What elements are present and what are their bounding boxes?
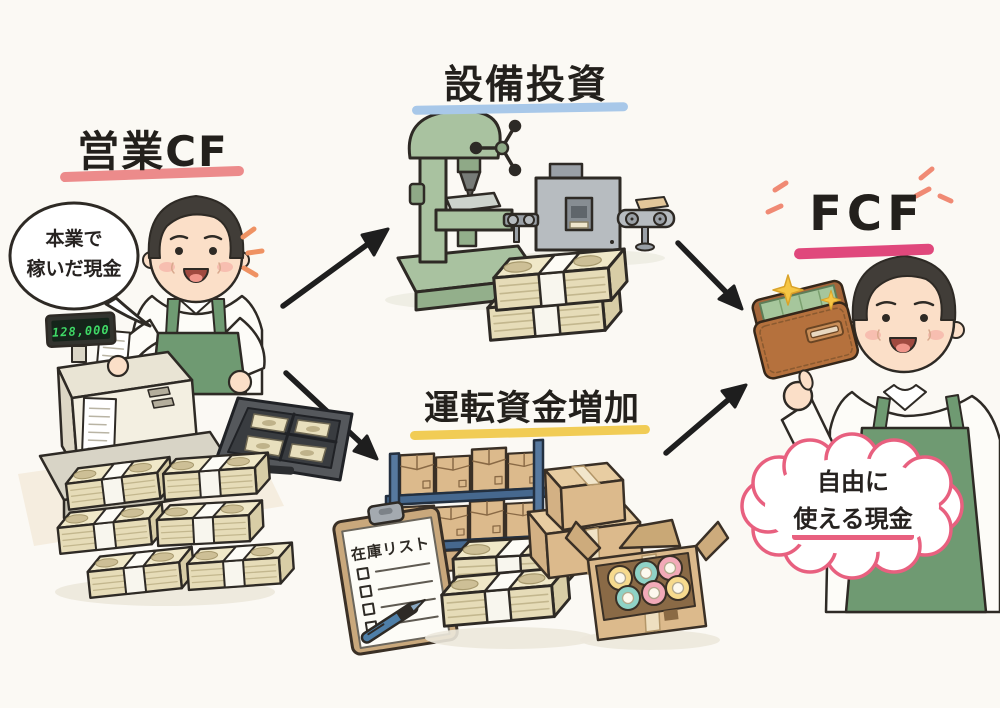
operating-cf-text: 営業CF xyxy=(77,127,229,176)
register-display: 128,000 xyxy=(44,311,117,349)
cloud-bubble xyxy=(740,432,964,580)
fcf-text: FCF xyxy=(809,186,925,242)
capex-money-bundle xyxy=(484,247,631,342)
arrow-working-capital-to-fcf xyxy=(663,383,748,456)
cloud-line-1: 自由に xyxy=(817,468,889,496)
inventory-clipboard: 在庫リスト xyxy=(332,501,459,656)
label-working-capital: 運転資金増加 xyxy=(406,380,658,431)
hair xyxy=(851,255,957,321)
conveyor-machine-illustration xyxy=(502,162,676,252)
emphasis-marks-icon xyxy=(240,226,265,278)
cloud-bubble-text: 自由に 使える現金 xyxy=(762,464,944,541)
speech-line-2: 稼いだ現金 xyxy=(26,258,122,281)
speech-bubble xyxy=(8,201,152,328)
hair xyxy=(147,195,245,259)
arrow-to-capex xyxy=(280,227,390,309)
label-fcf: FCF xyxy=(798,186,936,242)
drill-press-illustration xyxy=(385,110,665,312)
money-stacks xyxy=(55,451,296,606)
label-capex: 設備投資 xyxy=(426,54,626,110)
arrow-capex-to-fcf xyxy=(675,240,744,311)
thumb xyxy=(798,369,814,391)
fcf-emphasis-marks-icon xyxy=(765,166,954,215)
working-capital-text: 運転資金増加 xyxy=(423,389,640,429)
open-box-with-cans xyxy=(564,518,730,650)
label-operating-cf: 営業CF xyxy=(58,118,248,179)
register-display-value: 128,000 xyxy=(52,323,110,340)
speech-line-1: 本業で xyxy=(45,228,103,250)
pen-illustration xyxy=(360,598,426,644)
wallet-illustration xyxy=(751,279,860,380)
speech-bubble-text: 本業で 稼いだ現金 xyxy=(14,224,134,285)
capex-text: 設備投資 xyxy=(443,63,608,108)
cloud-line-2: 使える現金 xyxy=(792,505,914,541)
working-capital-money xyxy=(425,534,595,649)
